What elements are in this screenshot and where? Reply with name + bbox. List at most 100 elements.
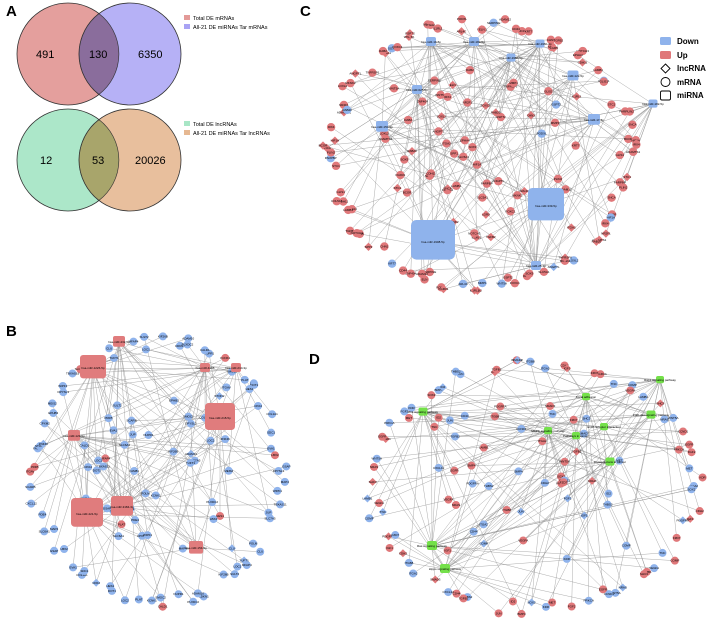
net-d-gene-label: WNT5A: [668, 416, 679, 420]
net-d-gene-label: ITGA2: [689, 484, 698, 488]
net-b-mrna-node: [58, 381, 67, 390]
net-c-lncrna-node: [437, 112, 446, 121]
net-c-gene-label: SNCA: [323, 146, 331, 150]
net-b-mrna-node: [104, 414, 113, 423]
net-b-mrna-node: [27, 499, 36, 508]
venn-mrna-overlap-count: 130: [89, 49, 107, 61]
net-d-gene-label: ITGA2: [538, 439, 547, 443]
net-c-gene-label: GSPT2: [503, 276, 513, 280]
net-c-gene-label: ELN: [422, 277, 428, 281]
net-c-hub-node: [567, 70, 579, 81]
net-b-gene-label: NUPR1: [173, 592, 184, 596]
venn-lncrna-overlap: [78, 119, 120, 201]
net-b-mrna-node: [193, 589, 202, 598]
net-d-gene-label: EGFR: [685, 443, 694, 447]
net-c-gene-label: LAMB1: [451, 184, 461, 188]
net-d-gene-label: TNC: [431, 425, 438, 429]
net-b-mrna-node: [48, 399, 57, 408]
net-b-gene-label: ADAM10: [192, 591, 204, 595]
net-b-gene-label: LBX2: [60, 547, 68, 551]
net-d-gene-label: THBS2: [463, 595, 473, 599]
net-d-gene-label: KDR: [699, 475, 706, 479]
net-d-edge: [376, 458, 446, 570]
net-d-edge: [367, 411, 424, 499]
net-c-edge: [430, 41, 470, 71]
net-c-gene-label: HIF1A: [631, 138, 640, 142]
net-c-edge: [416, 89, 501, 118]
net-d-mrna-node: [685, 440, 694, 449]
net-c-hub-label: hsa-miR-196b-3p: [528, 42, 552, 46]
net-d-gene-label: SMAD3: [512, 358, 523, 362]
net-b-gene-label: DOT1: [250, 383, 258, 387]
net-d-gene-label: CXCL12: [433, 466, 445, 470]
net-d-edge: [530, 361, 549, 432]
net-c-mrna-node: [571, 141, 580, 150]
net-c-edge: [557, 103, 654, 179]
net-d-edge: [411, 407, 433, 547]
net-b-edge: [195, 384, 255, 549]
net-b-mrna-node: [102, 504, 111, 513]
net-c-edge: [430, 41, 566, 261]
net-b-mrna-node: [240, 375, 249, 384]
net-b-gene-label: ADAM10: [185, 452, 197, 456]
net-b-mrna-node: [249, 539, 258, 548]
net-c-nodes: GLIS1STC1PARPBPPLIN2SNCABCORHIF1AIRX4ADA…: [319, 14, 664, 295]
net-d-mrna-node: [492, 365, 501, 374]
net-c-lncrna-node: [330, 136, 340, 145]
net-c-edge: [441, 116, 595, 121]
net-c-edge: [510, 57, 626, 112]
net-b-hub-node: [231, 363, 241, 372]
panel-label-a: A: [6, 3, 17, 20]
net-c-gene-label: STC1: [332, 164, 340, 168]
net-c-edge: [381, 80, 604, 128]
net-d-mrna-node: [658, 548, 667, 557]
net-d-gene-label: KDR: [543, 605, 550, 609]
net-b-mrna-node: [270, 451, 279, 460]
net-c-gene-label: PLIN2: [327, 150, 336, 154]
net-b-mrna-node: [60, 544, 69, 553]
net-c-mrna-node: [417, 269, 427, 279]
net-d-mrna-node: [695, 507, 704, 516]
net-d-hub-node: [440, 564, 450, 573]
net-c-gene-label: TNFRSF6: [558, 256, 572, 260]
net-d-edge: [575, 435, 692, 453]
net-c-edge: [350, 83, 434, 243]
net-b-gene-label: CPXM2: [40, 421, 51, 425]
net-d-mrna-node: [502, 506, 511, 515]
net-c-edge: [535, 39, 552, 267]
net-c-gene-label: SLC5A1: [538, 270, 550, 274]
net-d-edge: [422, 361, 531, 413]
net-b-gene-label: EPHB3: [169, 399, 179, 403]
net-b-gene-label: PLAT: [118, 522, 125, 526]
net-c-mrna-node: [509, 78, 518, 88]
net-b-mrna-node: [169, 447, 178, 456]
net-c-mrna-node: [342, 105, 352, 115]
net-d-mrna-node: [444, 588, 453, 597]
net-d-gene-label: FZD7: [673, 536, 681, 540]
net-b-edge: [81, 367, 94, 575]
net-d-gene-label: PRKCA: [384, 421, 394, 425]
net-c-edge: [514, 75, 574, 284]
net-d-edge: [603, 426, 684, 432]
net-c-lncrna-node: [594, 235, 604, 244]
net-c-mrna-node: [601, 219, 610, 228]
net-c-lncrna-node: [520, 187, 529, 196]
net-d-gene-label: FZD7: [591, 371, 599, 375]
net-d-gene-label: ITGB8: [526, 360, 535, 364]
net-d-mrna-node: [609, 379, 618, 388]
legend-c: Down Up lncRNA mRNA miRNA: [660, 37, 706, 101]
net-c-edge: [481, 29, 537, 267]
net-b-mrna-node: [80, 441, 89, 450]
net-c-edge: [385, 75, 574, 139]
net-c-gene-label: ARL4C: [457, 29, 468, 33]
net-b-hub-label: hsa-miR-3184-3p: [110, 505, 134, 509]
net-b-gene-label: LBX2: [210, 517, 218, 521]
net-b-mrna-node: [276, 500, 285, 509]
net-d-edge: [494, 416, 611, 463]
net-b-mrna-node: [221, 353, 230, 362]
net-c-mrna-node: [346, 78, 355, 88]
venn-lncrna-legend-right: All-21 DE miRNAs Tar lncRNAs: [193, 131, 270, 137]
net-c-gene-label: WNT5A: [404, 35, 415, 39]
net-c-edge: [430, 41, 518, 196]
